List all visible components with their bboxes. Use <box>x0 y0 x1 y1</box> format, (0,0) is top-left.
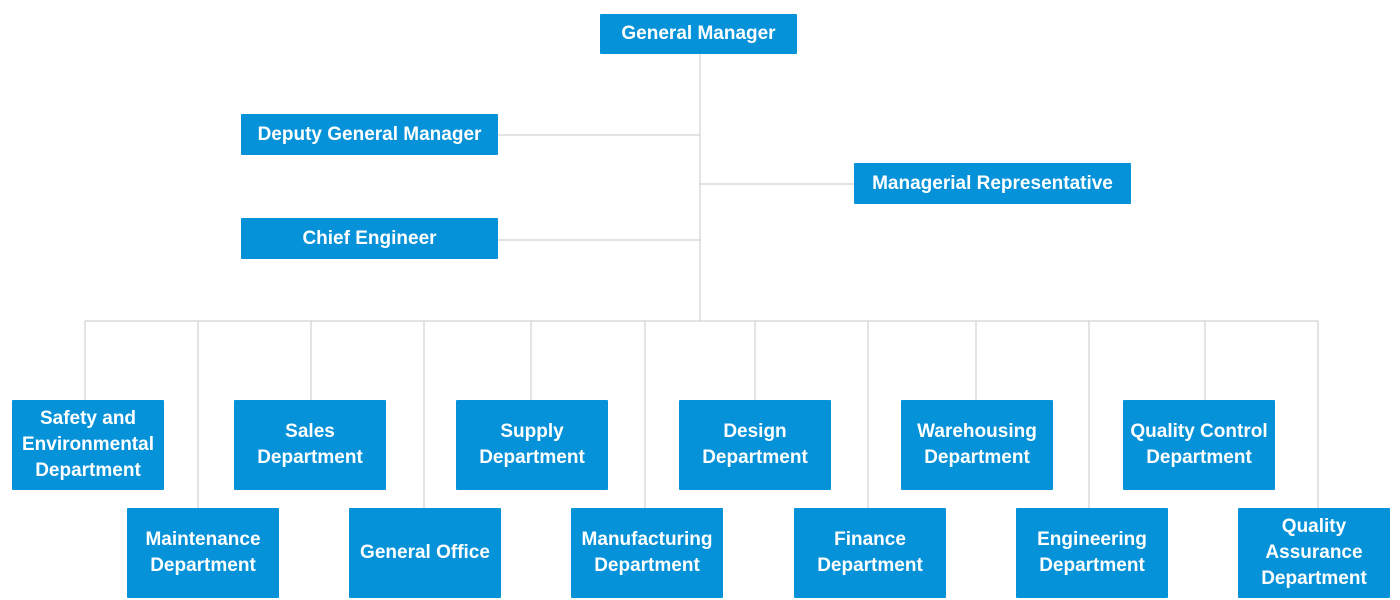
node-label: Warehousing Department <box>917 421 1037 468</box>
node-label: Safety and Environmental Department <box>22 408 154 481</box>
node-warehousing-department: Warehousing Department <box>901 400 1053 490</box>
node-safety-environmental-department: Safety and Environmental Department <box>12 400 164 490</box>
node-label: Deputy General Manager <box>257 123 482 145</box>
node-engineering-department: Engineering Department <box>1016 508 1168 598</box>
node-finance-department: Finance Department <box>794 508 946 598</box>
node-label: Design Department <box>702 421 808 468</box>
node-manufacturing-department: Manufacturing Department <box>571 508 723 598</box>
node-deputy-general-manager: Deputy General Manager <box>241 114 498 155</box>
node-maintenance-department: Maintenance Department <box>127 508 279 598</box>
node-chief-engineer: Chief Engineer <box>241 218 498 259</box>
node-supply-department: Supply Department <box>456 400 608 490</box>
node-general-office: General Office <box>349 508 501 598</box>
node-label: Finance Department <box>817 529 923 576</box>
node-label: Engineering Department <box>1037 529 1147 576</box>
node-quality-control-department: Quality Control Department <box>1123 400 1275 490</box>
node-quality-assurance-department: Quality Assurance Department <box>1238 508 1390 598</box>
node-sales-department: Sales Department <box>234 400 386 490</box>
node-label: Managerial Representative <box>872 172 1113 194</box>
node-label: Quality Assurance Department <box>1261 516 1367 589</box>
node-label: Quality Control Department <box>1130 421 1268 468</box>
node-label: Supply Department <box>479 421 585 468</box>
node-design-department: Design Department <box>679 400 831 490</box>
node-label: Sales Department <box>257 421 363 468</box>
node-label: General Office <box>360 542 490 563</box>
node-label: General Manager <box>621 23 776 44</box>
node-managerial-representative: Managerial Representative <box>854 163 1131 204</box>
node-label: Maintenance Department <box>145 529 261 576</box>
node-label: Chief Engineer <box>302 227 437 249</box>
node-general-manager: General Manager <box>600 14 797 54</box>
node-label: Manufacturing Department <box>581 529 713 576</box>
